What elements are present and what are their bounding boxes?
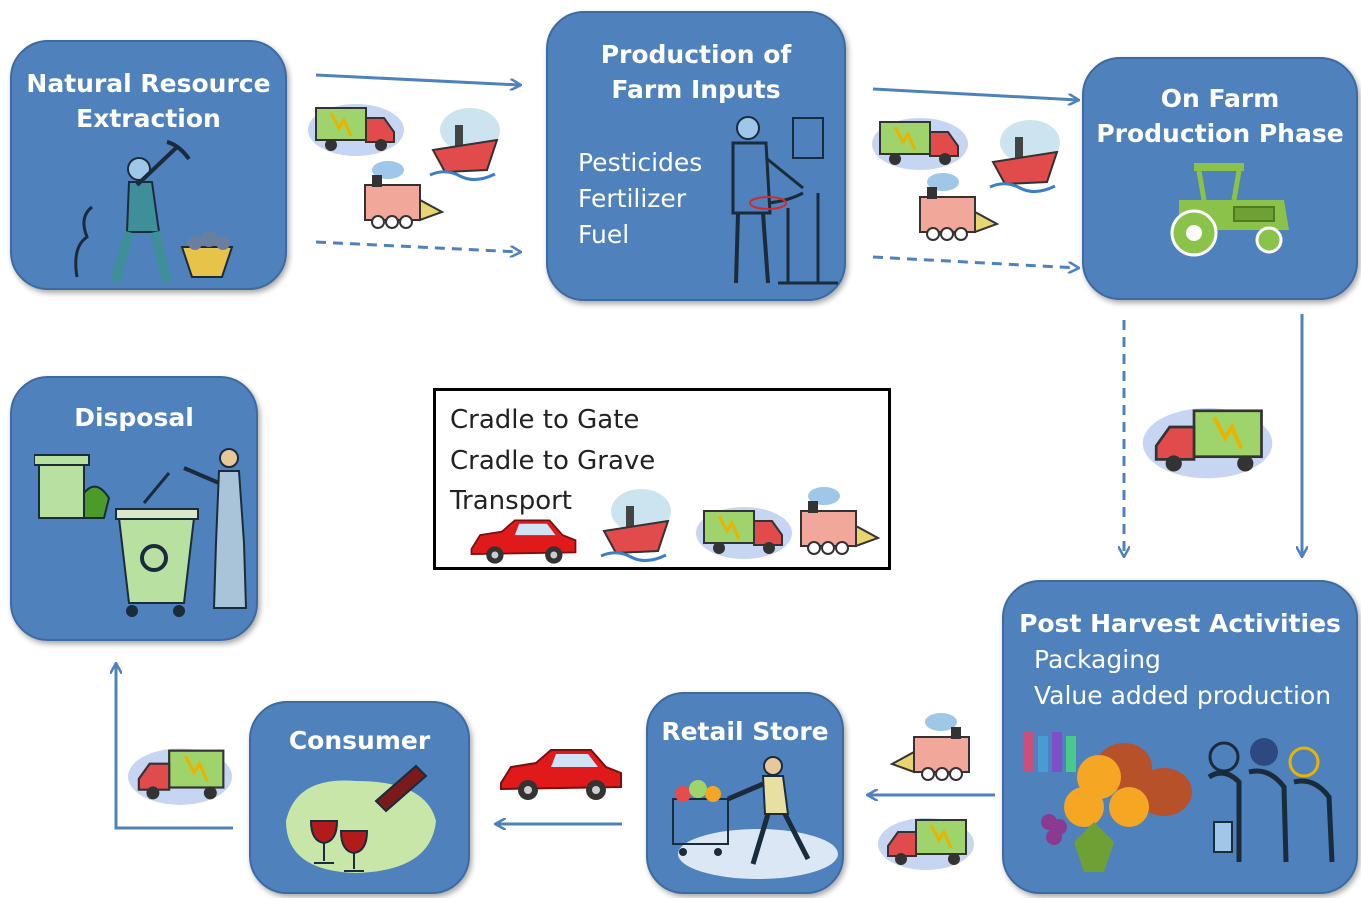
worker-icon (731, 116, 838, 285)
produce-icon (1024, 732, 1335, 872)
stage-title: Production of Farm Inputs (548, 37, 844, 107)
truck-icon (696, 507, 792, 559)
truck-icon (1142, 408, 1273, 479)
title-line: Farm Inputs (611, 75, 781, 104)
truck-icon (308, 104, 404, 156)
arrow-inputs-to-farm-grave (872, 87, 1078, 100)
stage-on-farm-production: On Farm Production Phase (1082, 57, 1358, 300)
truck-icon (128, 748, 232, 805)
arrow-inputs-to-farm-gate (872, 255, 1078, 268)
train-icon (800, 487, 881, 555)
truck-icon (878, 818, 974, 870)
train-icon (919, 173, 1000, 241)
arrow-consumer-to-disposal (116, 664, 233, 830)
train-icon (889, 713, 970, 781)
truck-icon (872, 118, 968, 170)
ship-icon (989, 120, 1060, 193)
farm-input-item: Fertilizer (578, 184, 687, 213)
post-harvest-item: Packaging (1034, 645, 1161, 674)
ship-icon (429, 108, 500, 181)
title-line: Extraction (76, 104, 221, 133)
stage-title: Retail Store (661, 717, 829, 746)
stage-retail-store: Retail Store (646, 692, 844, 894)
stage-title: Natural Resource Extraction (12, 66, 285, 136)
title-line: On Farm (1160, 84, 1280, 113)
stage-consumer: Consumer (249, 701, 470, 894)
title-line: Production Phase (1096, 119, 1344, 148)
stage-title: Post Harvest Activities (1019, 609, 1341, 638)
farm-input-list: Pesticides Fertilizer Fuel (578, 145, 702, 253)
farm-input-item: Fuel (578, 220, 630, 249)
stage-post-harvest-activities: Post Harvest Activities Packaging Value … (1002, 580, 1358, 894)
ship-icon (600, 489, 671, 562)
arrow-extraction-to-inputs-grave (315, 73, 520, 85)
farm-input-item: Pesticides (578, 148, 703, 177)
tractor-icon (1170, 163, 1289, 257)
legend-label-cradle-to-grave: Cradle to Grave (450, 446, 656, 476)
stage-title: Consumer (288, 726, 431, 755)
legend-label-cradle-to-gate: Cradle to Gate (450, 405, 640, 435)
stage-disposal: Disposal (10, 376, 258, 641)
car-icon (500, 749, 622, 800)
miner-icon (74, 140, 234, 284)
shopper-icon (672, 756, 838, 879)
arrow-extraction-to-inputs-gate (315, 240, 520, 252)
post-harvest-list: Packaging Value added production (1034, 642, 1331, 714)
title-line: Natural Resource (26, 69, 271, 98)
stage-title: Disposal (74, 403, 194, 432)
trash-icon (34, 448, 248, 617)
car-icon (470, 519, 577, 564)
legend-label-transport: Transport (450, 486, 573, 516)
post-harvest-item: Value added production (1034, 681, 1332, 710)
title-line: Production of (600, 40, 792, 69)
stage-title: On Farm Production Phase (1084, 81, 1356, 151)
stage-production-of-farm-inputs: Production of Farm Inputs Pesticides Fer… (546, 11, 846, 301)
stage-natural-resource-extraction: Natural Resource Extraction (10, 40, 287, 290)
wine-icon (286, 764, 436, 873)
train-icon (364, 161, 445, 229)
legend-box: Cradle to Gate Cradle to Grave Transport (433, 388, 891, 570)
